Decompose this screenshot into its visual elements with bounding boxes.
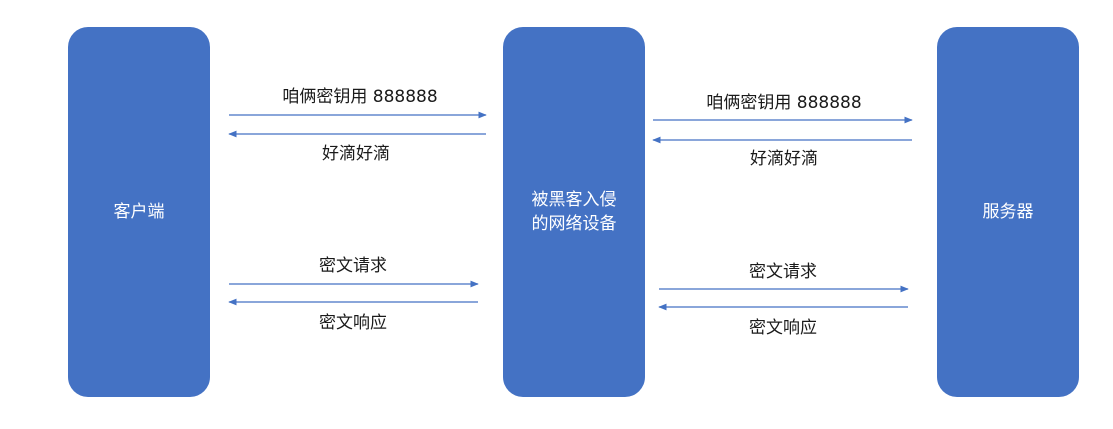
client-node: 客户端 (68, 27, 210, 397)
left-request-message: 密文请求 (319, 256, 387, 276)
client-node-label: 客户端 (113, 202, 165, 222)
left-response-message: 密文响应 (319, 313, 387, 333)
right-ok-message: 好滴好滴 (750, 149, 818, 169)
right-request-message: 密文请求 (749, 262, 817, 282)
server-node-label: 服务器 (982, 202, 1034, 222)
compromised-device-node-label: 被黑客入侵 的网络设备 (531, 190, 617, 234)
left-ok-message: 好滴好滴 (322, 144, 390, 164)
right-key-message: 咱俩密钥用 888888 (706, 93, 862, 113)
left-key-message: 咱俩密钥用 888888 (282, 87, 438, 107)
right-response-message: 密文响应 (749, 318, 817, 338)
server-node: 服务器 (937, 27, 1079, 397)
compromised-device-node: 被黑客入侵 的网络设备 (503, 27, 645, 397)
